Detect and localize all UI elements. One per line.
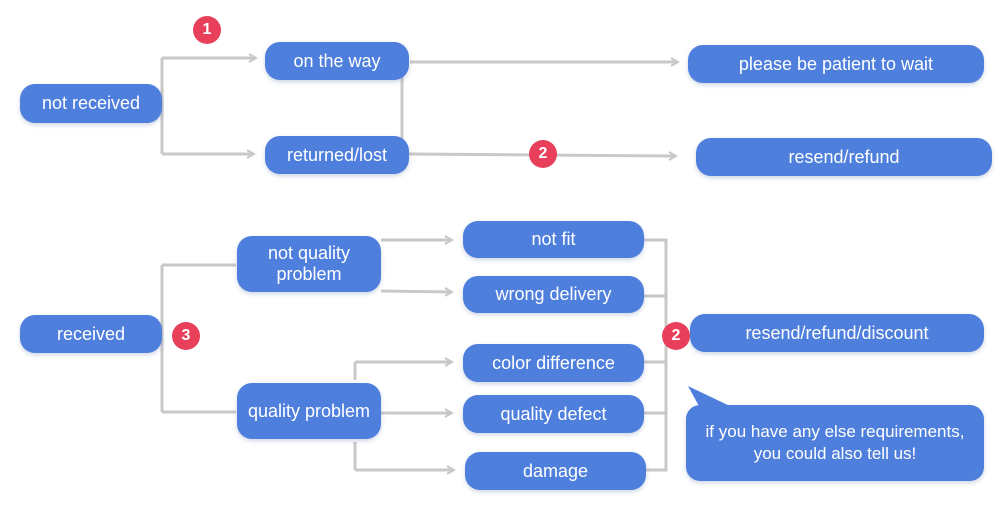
node-please-wait-label: please be patient to wait (738, 53, 934, 74)
node-on-the-way: on the way (265, 42, 409, 80)
node-returned-lost-label: returned/lost (286, 144, 388, 165)
node-not-fit: not fit (463, 221, 644, 258)
step-badge-2-bottom: 2 (662, 322, 690, 350)
node-damage-label: damage (522, 460, 589, 481)
node-wrong-delivery-label: wrong delivery (495, 284, 612, 304)
connector-merge-right (644, 238, 668, 472)
node-not-quality-problem: not quality problem (237, 236, 381, 292)
node-returned-lost: returned/lost (265, 136, 409, 174)
step-badge-2-top: 2 (529, 140, 557, 168)
step-badge-1: 1 (193, 16, 221, 44)
node-resend-refund-discount: resend/refund/discount (690, 314, 984, 352)
node-quality-defect: quality defect (463, 395, 644, 433)
note-line-2: you could also tell us! (753, 444, 917, 463)
note-speech-bubble: if you have any else requirements, you c… (686, 405, 984, 481)
node-not-quality-problem-line1: not quality (267, 243, 351, 263)
node-color-difference: color difference (463, 344, 644, 382)
node-resend-refund: resend/refund (696, 138, 992, 176)
node-not-quality-problem-line2: problem (276, 264, 342, 284)
node-not-fit-label: not fit (531, 229, 576, 249)
node-quality-defect-label: quality defect (500, 403, 607, 424)
speech-bubble-tail (688, 386, 734, 408)
node-damage: damage (465, 452, 646, 490)
step-badge-3: 3 (172, 322, 200, 350)
note-line-1: if you have any else requirements, (705, 422, 965, 441)
node-not-received-label: not received (41, 93, 141, 113)
node-on-the-way-label: on the way (293, 50, 381, 71)
node-received-label: received (56, 323, 126, 344)
node-please-wait: please be patient to wait (688, 45, 984, 83)
node-wrong-delivery: wrong delivery (463, 276, 644, 313)
connector-to-wrong-delivery (380, 291, 452, 292)
node-resend-refund-label: resend/refund (788, 146, 900, 167)
node-not-received: not received (20, 84, 162, 123)
node-quality-problem: quality problem (237, 383, 381, 439)
node-quality-problem-label: quality problem (247, 400, 371, 421)
node-color-difference-label: color difference (492, 352, 615, 373)
node-resend-refund-discount-label: resend/refund/discount (745, 322, 929, 343)
node-received: received (20, 315, 162, 353)
